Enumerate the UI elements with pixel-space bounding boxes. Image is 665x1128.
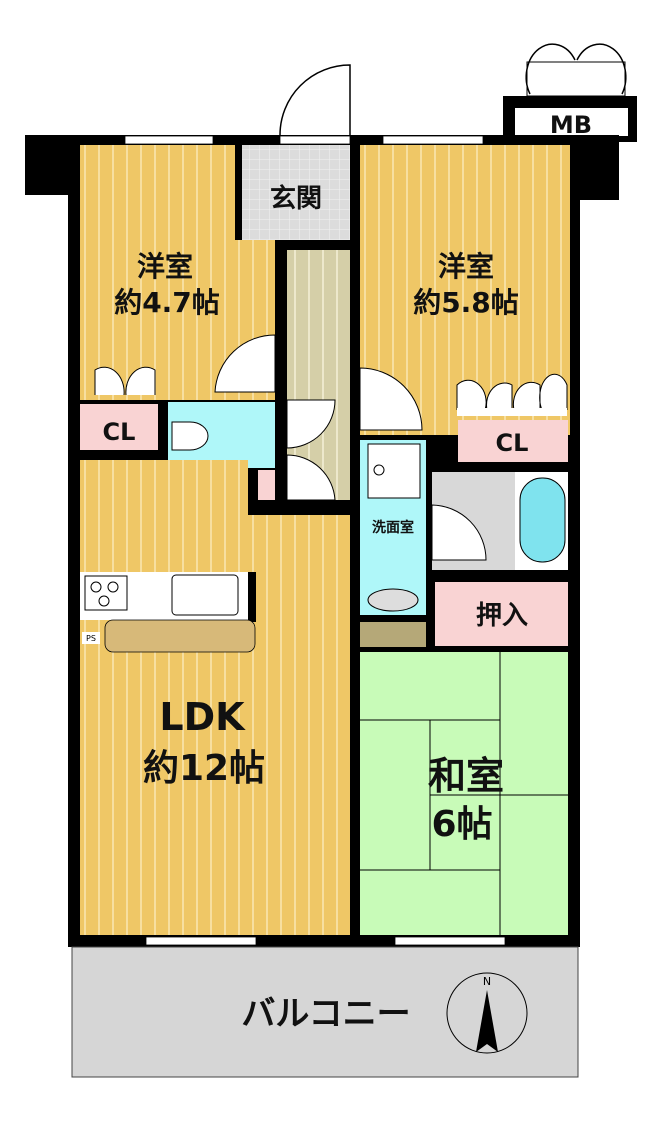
door-swing-icon (286, 399, 336, 501)
room-ldk[interactable]: PS LDK 約12帖 (80, 460, 350, 946)
sink-icon (171, 574, 239, 616)
closet-right[interactable]: CL (458, 420, 568, 462)
stove-icon (84, 575, 128, 611)
room-name: LDK (159, 695, 246, 739)
room-name: 玄関 (270, 183, 322, 214)
meter-box-label: MB (550, 111, 592, 139)
closet-left[interactable]: CL (80, 404, 158, 450)
washroom[interactable]: 洗面室 (360, 440, 426, 615)
room-size: 約5.8帖 (413, 286, 519, 319)
room-entrance[interactable]: 玄関 (242, 135, 351, 240)
room-name: 押入 (476, 601, 528, 631)
closet-label: CL (103, 418, 136, 446)
compass-north-label: N (483, 975, 491, 988)
room-size: 約4.7帖 (114, 286, 220, 319)
balcony[interactable]: バルコニー (71, 946, 579, 1078)
room-size: 約12帖 (143, 748, 265, 789)
bathtub-icon (519, 477, 566, 563)
balcony-label: バルコニー (241, 994, 410, 1034)
storage-oshiire[interactable]: 押入 (360, 582, 568, 647)
room-size: 6帖 (431, 804, 492, 845)
room-name: 和室 (428, 754, 504, 798)
room-name: 洋室 (137, 250, 193, 283)
meter-box: MB (503, 43, 637, 142)
room-japanese[interactable]: 和室 6帖 (360, 652, 568, 946)
entrance-door-icon (279, 64, 351, 136)
bathroom[interactable] (431, 472, 568, 570)
room-name: 洋室 (438, 250, 494, 283)
washbasin-icon (367, 588, 419, 612)
compass-icon: N (446, 972, 528, 1054)
room-name: 洗面室 (372, 519, 414, 536)
room-western-right[interactable]: 洋室 約5.8帖 (359, 135, 570, 435)
pipe-space-label: PS (86, 634, 96, 643)
closet-label: CL (496, 429, 529, 457)
room-western-left[interactable]: 洋室 約4.7帖 (80, 135, 276, 400)
toilet-icon (171, 421, 209, 451)
toilet-room[interactable] (168, 402, 275, 500)
